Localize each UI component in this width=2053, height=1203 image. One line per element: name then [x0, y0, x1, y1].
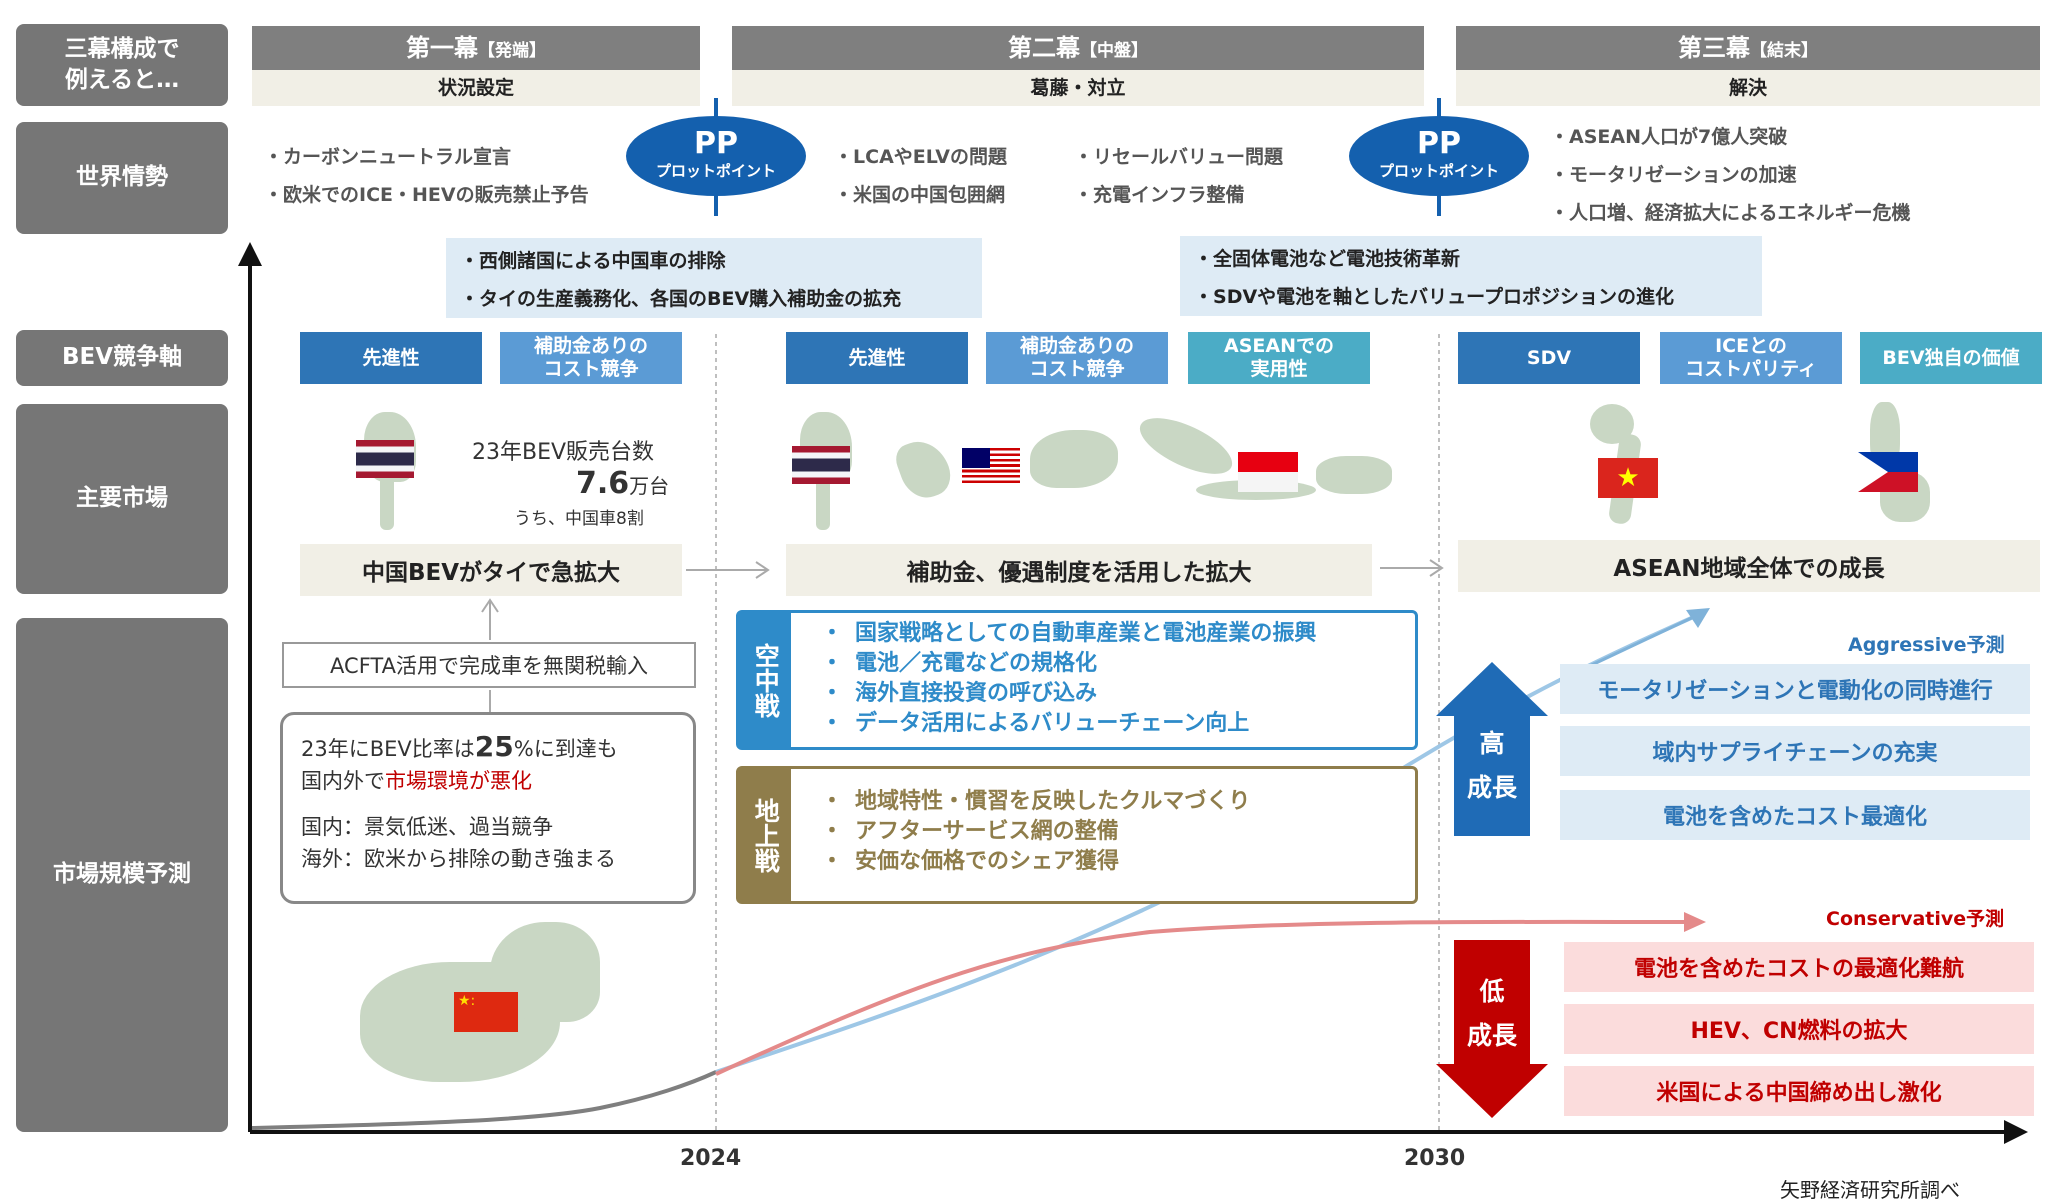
x-axis-arrowhead	[2004, 1120, 2028, 1144]
axis-act2-asean: ASEANでの 実用性	[1188, 332, 1370, 384]
y-axis-arrowhead	[238, 242, 262, 266]
axis-act3-value: BEV独自の価値	[1860, 332, 2042, 384]
china-flag-icon: ★:	[454, 992, 518, 1032]
thai-sales-value: 7.6	[576, 466, 630, 501]
thai-sales-unit: 万台	[629, 474, 670, 498]
high-growth-arrow	[1436, 662, 1548, 836]
aggressive-item-3: 電池を含めたコスト最適化	[1560, 790, 2030, 840]
conservative-label: Conservative予測	[1826, 908, 2005, 930]
malaysia-flag-icon	[962, 448, 1020, 486]
china-map: ★:	[360, 922, 610, 1102]
act-1-header: 第一幕【発端】 状況設定	[252, 26, 700, 106]
row-label-forecast: 市場規模予測	[16, 618, 228, 1132]
world-act3: ASEAN人口が7億人突破 モータリゼーションの加速 人口増、経済拡大によるエネ…	[1550, 118, 1910, 232]
axis-act3-parity: ICEとの コストパリティ	[1660, 332, 1842, 384]
thailand-flag-icon	[356, 440, 414, 478]
conservative-arrowhead	[1684, 912, 1706, 932]
indonesia-map	[1132, 406, 1396, 520]
row-label-bev-axis: BEV競争軸	[16, 330, 228, 386]
axis-act2-advanced: 先進性	[786, 332, 968, 384]
act-1-title: 第一幕	[406, 34, 478, 62]
year-label-2024: 2024	[680, 1146, 742, 1171]
conservative-item-2: HEV、CN燃料の拡大	[1564, 1004, 2034, 1054]
thai-sales-value-row: 7.6万台	[576, 466, 669, 501]
historical-curve	[251, 1070, 717, 1130]
acfta-box: ACFTA活用で完成車を無関税輸入	[282, 642, 696, 688]
market-act3: ASEAN地域全体での成長	[1458, 540, 2040, 592]
act-2-sub: 葛藤・対立	[732, 70, 1424, 106]
row-label-world: 世界情勢	[16, 122, 228, 234]
market-act2: 補助金、優遇制度を活用した拡大	[786, 544, 1372, 596]
world-act1: カーボンニュートラル宣言 欧米でのICE・HEVの販売禁止予告	[264, 138, 589, 214]
thailand-map-2	[786, 412, 866, 532]
ground-war-list: 地域特性・慣習を反映したクルマづくり アフターサービス網の整備 安価な価格でのシ…	[821, 787, 1250, 877]
vietnam-map: ★	[1570, 404, 1670, 534]
pp1-factor-box: 西側諸国による中国車の排除 タイの生産義務化、各国のBEV購入補助金の拡充	[446, 238, 982, 318]
ground-war-tag: 地上戦	[739, 769, 791, 901]
thai-sales-note: うち、中国車8割	[514, 509, 644, 529]
china-status-box: 23年にBEV比率は25%に到達も 国内外で市場環境が悪化 国内：景気低迷、過当…	[280, 712, 696, 904]
conservative-curve	[715, 919, 1691, 1076]
high-growth-label: 高 成長	[1466, 729, 1517, 802]
act-1-tag: 【発端】	[478, 41, 546, 61]
act-3-tag: 【結末】	[1750, 41, 1818, 61]
act-3-title: 第三幕	[1678, 34, 1750, 62]
conservative-item-1: 電池を含めたコストの最適化難航	[1564, 942, 2034, 992]
air-war-box: 空中戦 国家戦略としての自動車産業と電池産業の振興 電池／充電などの規格化 海外…	[736, 610, 1418, 750]
act-2-tag: 【中盤】	[1080, 41, 1148, 61]
axis-act1-subsidy: 補助金ありの コスト競争	[500, 332, 682, 384]
air-war-list: 国家戦略としての自動車産業と電池産業の振興 電池／充電などの規格化 海外直接投資…	[821, 619, 1316, 739]
vietnam-flag-icon: ★	[1598, 458, 1658, 498]
world-act2a: LCAやELVの問題 米国の中国包囲網	[834, 138, 1007, 214]
aggressive-item-1: モータリゼーションと電動化の同時進行	[1560, 664, 2030, 714]
pp2-factor-box: 全固体電池など電池技術革新 SDVや電池を軸としたバリュープロポジションの進化	[1180, 236, 1762, 316]
axis-act3-sdv: SDV	[1458, 332, 1640, 384]
act-1-sub: 状況設定	[252, 70, 700, 106]
thailand-flag-icon-2	[792, 446, 850, 484]
axis-act2-subsidy: 補助金ありの コスト競争	[986, 332, 1168, 384]
row-label-story: 三幕構成で 例えると…	[16, 24, 228, 106]
year-label-2030: 2030	[1404, 1146, 1466, 1171]
ground-war-box: 地上戦 地域特性・慣習を反映したクルマづくり アフターサービス網の整備 安価な価…	[736, 766, 1418, 904]
aggressive-label: Aggressive予測	[1848, 634, 2005, 656]
philippines-flag-icon	[1858, 452, 1918, 492]
conservative-item-3: 米国による中国締め出し激化	[1564, 1066, 2034, 1116]
aggressive-arrowhead	[1686, 608, 1710, 628]
philippines-map	[1840, 402, 1940, 532]
act-2-title: 第二幕	[1008, 34, 1080, 62]
thai-sales-label: 23年BEV販売台数	[472, 440, 655, 465]
act-3-header: 第三幕【結末】 解決	[1456, 26, 2040, 106]
act-3-sub: 解決	[1456, 70, 2040, 106]
thailand-map	[350, 412, 430, 532]
market-act1: 中国BEVがタイで急拡大	[300, 544, 682, 596]
source-note: 矢野経済研究所調べ	[1780, 1178, 1960, 1202]
air-war-tag: 空中戦	[739, 613, 791, 747]
aggressive-item-2: 域内サプライチェーンの充実	[1560, 726, 2030, 776]
axis-act1-advanced: 先進性	[300, 332, 482, 384]
plot-point-2: PP プロットポイント	[1349, 116, 1529, 196]
malaysia-map	[891, 430, 1120, 510]
indonesia-flag-icon	[1238, 452, 1298, 492]
low-growth-label: 低 成長	[1466, 977, 1517, 1050]
row-label-market: 主要市場	[16, 404, 228, 594]
plot-point-1: PP プロットポイント	[626, 116, 806, 196]
world-act2b: リセールバリュー問題 充電インフラ整備	[1074, 138, 1283, 214]
act-2-header: 第二幕【中盤】 葛藤・対立	[732, 26, 1424, 106]
low-growth-arrow	[1436, 940, 1548, 1118]
